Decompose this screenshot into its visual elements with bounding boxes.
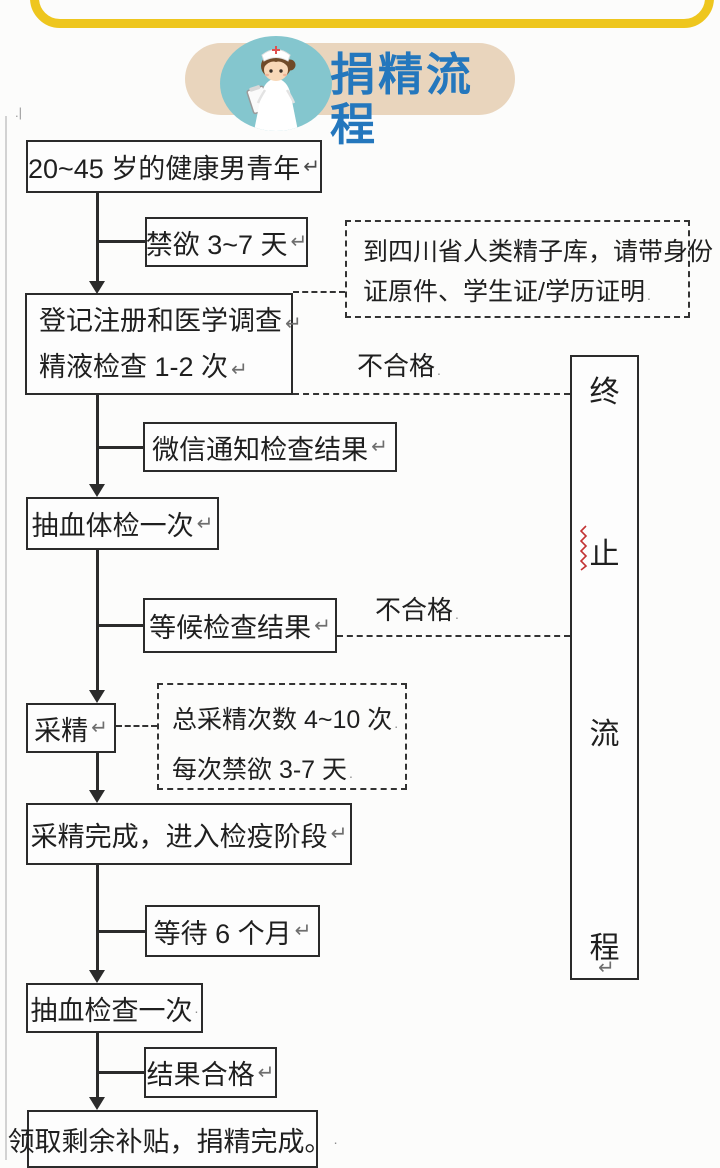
arrow-down-icon xyxy=(89,790,105,803)
flow-box-collect-done: 采精完成，进入检疫阶段↵ xyxy=(26,803,352,865)
return-mark-icon: ↵ xyxy=(314,614,331,637)
stray-mark: .| xyxy=(15,105,22,120)
return-mark-icon: ↵ xyxy=(257,1061,275,1084)
connector-line xyxy=(97,624,143,627)
return-mark-icon: ↵ xyxy=(294,920,312,942)
flow-box-abstain: 禁欲 3~7 天↵ xyxy=(145,217,308,267)
connector-line xyxy=(97,1071,144,1074)
note-box-collect-info: 总采精次数 4~10 次. 每次禁欲 3-7 天. xyxy=(157,683,407,790)
return-mark-icon: ↵ xyxy=(290,231,308,253)
note-box-location: 到四川省人类精子库，请带身份 证原件、学生证/学历证明. xyxy=(345,220,713,318)
arrow-down-icon xyxy=(89,281,105,294)
dot-mark: . xyxy=(194,1000,199,1016)
flow-box-register: 登记注册和医学调查↵ 精液检查 1-2 次↵ xyxy=(25,293,302,395)
connector-line xyxy=(97,930,145,933)
arrow-down-icon xyxy=(89,484,105,497)
connector-line xyxy=(96,1033,99,1101)
dashed-connector xyxy=(116,725,157,727)
connector-line xyxy=(97,240,145,243)
arrow-down-icon xyxy=(89,1097,105,1110)
dot-mark: . xyxy=(394,715,399,731)
flow-box-wechat: 微信通知检查结果↵ xyxy=(143,422,397,472)
return-mark-icon: ↵ xyxy=(285,313,302,335)
page-title: 捐精流程 xyxy=(330,49,475,150)
flow-box-collect: 采精↵ xyxy=(26,703,116,753)
dot-mark: . xyxy=(455,606,459,622)
flow-box-final: 领取剩余补贴，捐精完成。. xyxy=(8,1110,337,1168)
return-mark-icon: ↵ xyxy=(598,957,615,979)
return-mark-icon: ↵ xyxy=(330,823,348,845)
flow-box-blood1: 抽血体检一次↵ xyxy=(26,497,219,550)
flow-box-qualified: 结果合格↵ xyxy=(144,1047,277,1098)
dot-mark: . xyxy=(333,1131,338,1147)
dashed-connector xyxy=(337,635,570,637)
connector-line xyxy=(96,395,99,487)
nurse-icon xyxy=(220,36,332,131)
dashed-connector xyxy=(293,393,570,395)
spellcheck-squiggle-icon xyxy=(580,525,588,571)
flow-box-blood2: 抽血检查一次. xyxy=(26,983,203,1033)
arrow-down-icon xyxy=(89,690,105,703)
terminate-box: 终 止 流 程 ↵ xyxy=(570,355,639,980)
page-edge-line xyxy=(5,116,7,1160)
dot-mark: . xyxy=(349,765,353,781)
dashed-connector xyxy=(293,291,345,293)
fail-label-1: 不合格. xyxy=(357,351,441,381)
flow-box-wait-result: 等候检查结果↵ xyxy=(143,598,337,653)
return-mark-icon: ↵ xyxy=(371,436,388,458)
flow-box-target: 20~45 岁的健康男青年↵ xyxy=(26,140,322,193)
connector-line xyxy=(97,446,143,449)
top-yellow-frame xyxy=(30,0,714,28)
dot-mark: . xyxy=(646,287,651,303)
connector-line xyxy=(96,550,99,694)
connector-line xyxy=(96,193,99,285)
fail-label-2: 不合格. xyxy=(375,595,459,625)
return-mark-icon: ↵ xyxy=(303,155,321,178)
return-mark-icon: ↵ xyxy=(91,717,108,739)
arrow-down-icon xyxy=(89,970,105,983)
flow-box-wait6: 等待 6 个月↵ xyxy=(145,905,320,957)
dot-mark: . xyxy=(437,362,441,378)
connector-line xyxy=(96,864,99,974)
connector-line xyxy=(96,753,99,795)
return-mark-icon: ↵ xyxy=(231,359,248,381)
return-mark-icon: ↵ xyxy=(196,512,214,535)
